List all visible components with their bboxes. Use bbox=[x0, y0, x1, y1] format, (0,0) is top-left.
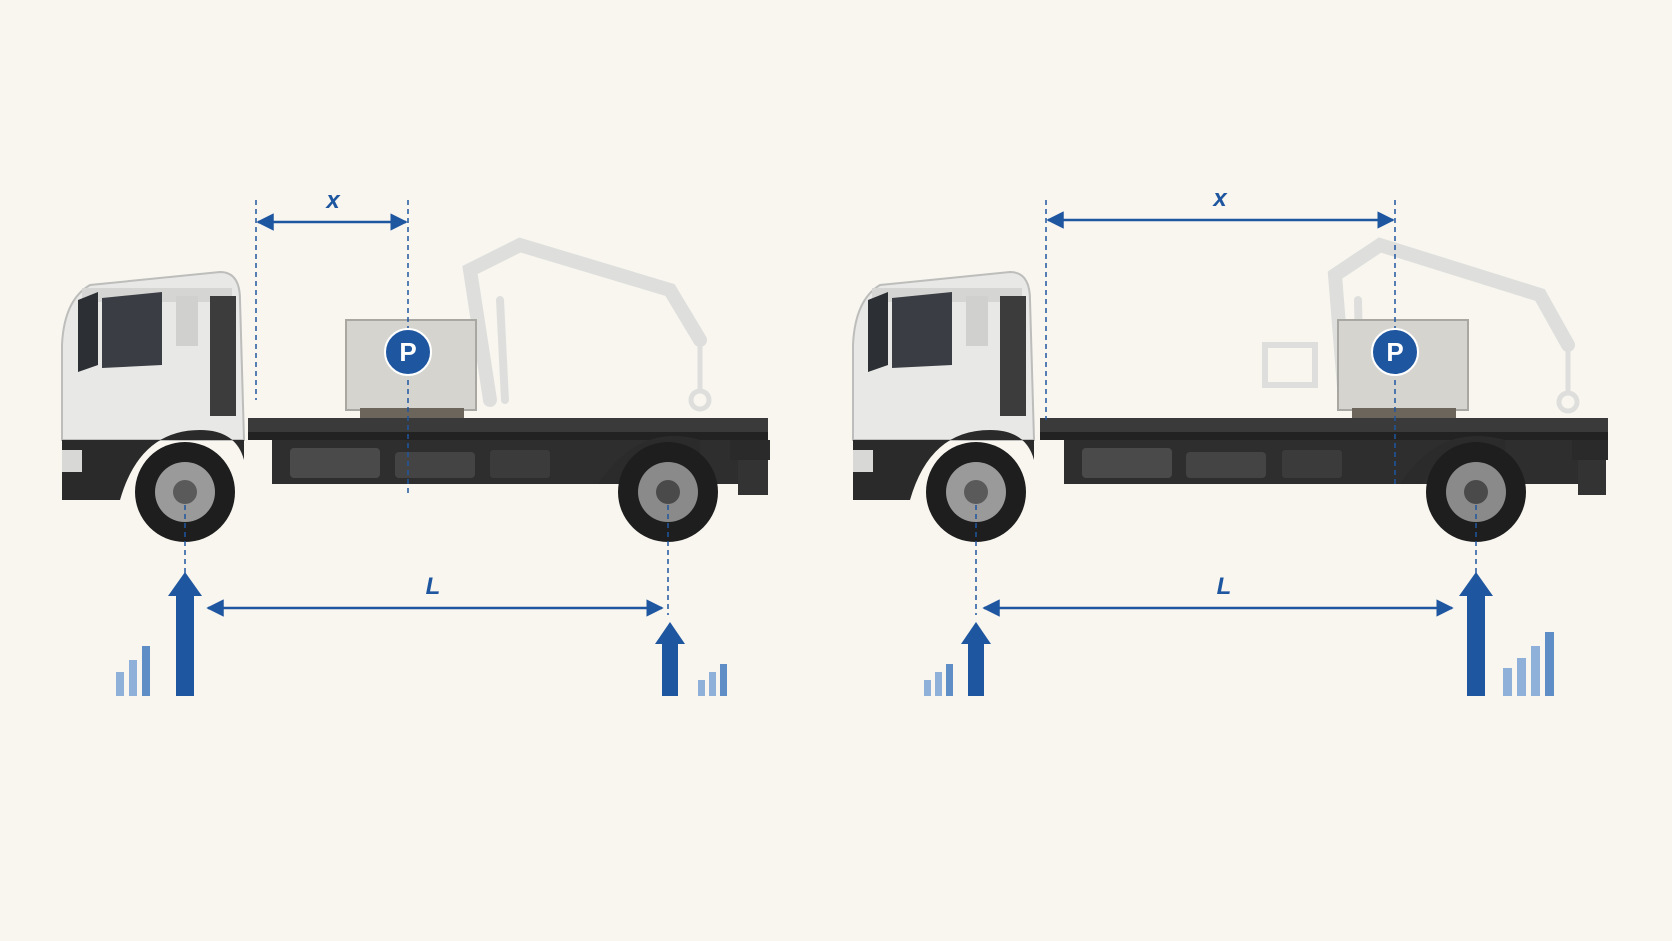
crane-ghost bbox=[462, 237, 712, 412]
label-x: x bbox=[324, 187, 341, 214]
front-wheel bbox=[135, 442, 235, 542]
reaction-arrow-front bbox=[168, 572, 202, 696]
dimension-x-right: x bbox=[1046, 185, 1395, 229]
label-L-right: L bbox=[1217, 573, 1232, 600]
reaction-arrow-rear bbox=[655, 622, 685, 696]
reaction-bars-front-right bbox=[924, 664, 953, 696]
label-x-right: x bbox=[1211, 185, 1228, 212]
load-marker-P-right: P bbox=[1371, 328, 1419, 376]
rear-wheel-right bbox=[1426, 442, 1526, 542]
panel-left: x L P bbox=[61, 187, 770, 696]
reaction-bars-rear-right bbox=[1503, 632, 1554, 696]
truck-cab bbox=[61, 270, 246, 500]
rear-wheel bbox=[618, 442, 718, 542]
label-L: L bbox=[426, 573, 441, 600]
panel-right: x L P bbox=[852, 185, 1608, 696]
guide-lines-right bbox=[975, 200, 1477, 615]
svg-text:P: P bbox=[1386, 337, 1403, 367]
truck-cab-right bbox=[852, 270, 1036, 500]
reaction-bars-rear bbox=[698, 664, 727, 696]
load-marker-P: P bbox=[384, 328, 432, 376]
reaction-arrow-rear-right bbox=[1459, 572, 1493, 696]
reaction-bars-front bbox=[116, 646, 150, 696]
dimension-L-right: L bbox=[982, 573, 1454, 617]
dimension-L-left: L bbox=[206, 573, 664, 617]
svg-text:P: P bbox=[399, 337, 416, 367]
dimension-x-left: x bbox=[256, 187, 408, 231]
reaction-arrow-front-right bbox=[961, 622, 991, 696]
front-wheel-right bbox=[926, 442, 1026, 542]
